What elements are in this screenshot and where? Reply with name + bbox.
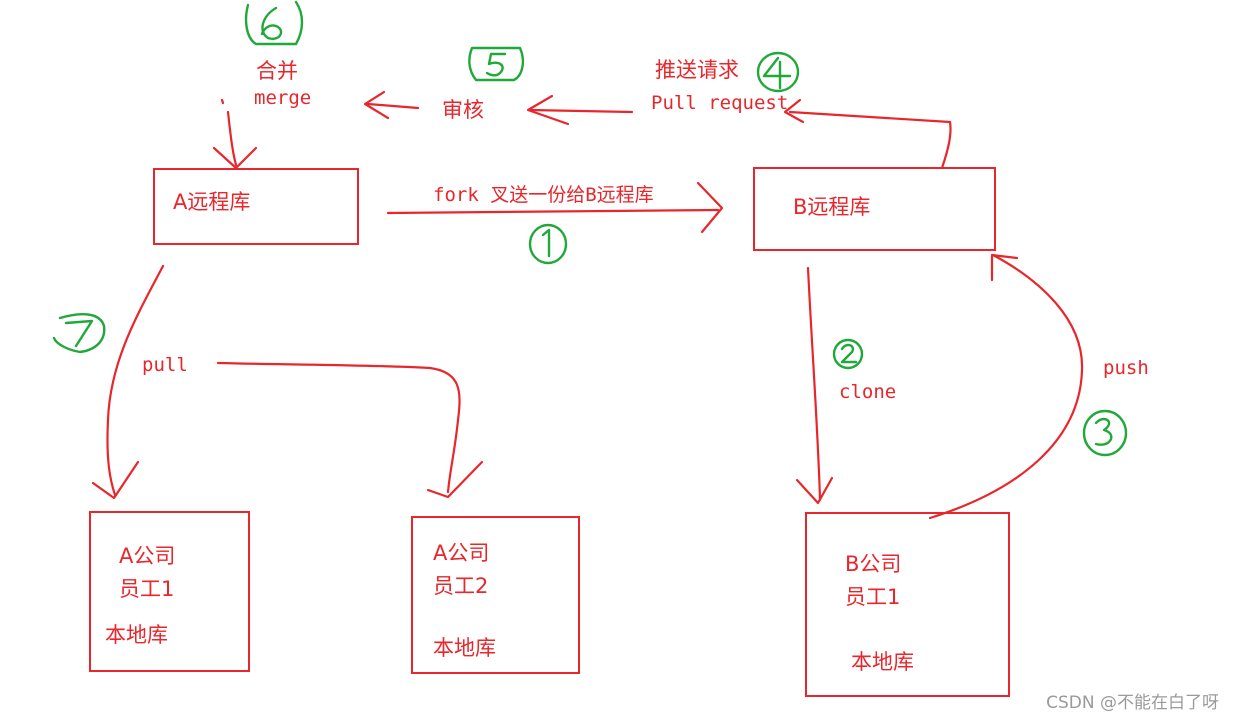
arrowhead-pull-request [783,98,805,124]
arrowhead-pull-emp1 [91,460,140,500]
a-employee-2-repo: 本地库 [433,636,496,660]
step-7-marker [52,313,106,354]
step-3-marker [1082,409,1128,457]
arrow-merge-down [220,98,238,167]
merge-cn-label: 合并 [256,59,298,83]
arrowhead-to-merge [363,90,390,120]
b-remote-repo-label: B远程库 [793,195,871,219]
step-5-marker [468,46,525,82]
step-6-marker [244,0,304,46]
pull-request-label: Pull request [651,92,789,114]
arrowhead-fork [696,181,724,234]
push-request-label: 推送请求 [655,58,739,82]
arrowhead-push [990,253,1019,282]
review-label: 审核 [442,98,484,122]
a-remote-repo: A远程库 [153,168,359,245]
merge-label: merge [254,87,312,109]
arrow-pull-request [788,110,952,170]
watermark: CSDN @不能在白了呀 [1046,693,1219,713]
arrowhead-clone [795,476,834,505]
step-4-marker [756,51,800,93]
arrow-to-merge [366,102,420,110]
step-2-marker [832,338,864,370]
a-employee-1-repo: 本地库 [105,623,168,647]
clone-label: clone [839,381,897,403]
b-employee-1-local-repo: B公司 员工1 本地库 [805,512,1010,697]
arrowhead-to-review [526,94,570,126]
push-label: push [1103,357,1149,379]
b-employee-1-name: 员工1 [845,585,901,609]
a-employee-1-company: A公司 [119,544,176,568]
a-employee-2-local-repo: A公司 员工2 本地库 [411,516,580,674]
arrow-pull-emp2 [216,361,461,494]
arrow-to-review [528,108,634,114]
a-employee-2-name: 员工2 [433,574,489,598]
b-remote-repo: B远程库 [753,167,996,251]
a-employee-1-local-repo: A公司 员工1 本地库 [89,511,250,672]
fork-label: fork 叉送一份给B远程库 [433,184,654,206]
b-employee-1-repo: 本地库 [851,650,914,674]
b-employee-1-company: B公司 [845,552,902,576]
a-employee-2-company: A公司 [433,541,490,565]
step-1-marker [528,223,568,265]
a-employee-1-name: 员工1 [119,577,175,601]
arrowhead-pull-emp2 [426,460,484,499]
a-remote-repo-label: A远程库 [173,190,251,214]
pull-label: pull [142,354,188,376]
arrow-clone [806,266,822,502]
arrow-fork [386,208,720,215]
arrow-push [928,253,1084,520]
arrow-pull-emp1 [106,264,165,497]
